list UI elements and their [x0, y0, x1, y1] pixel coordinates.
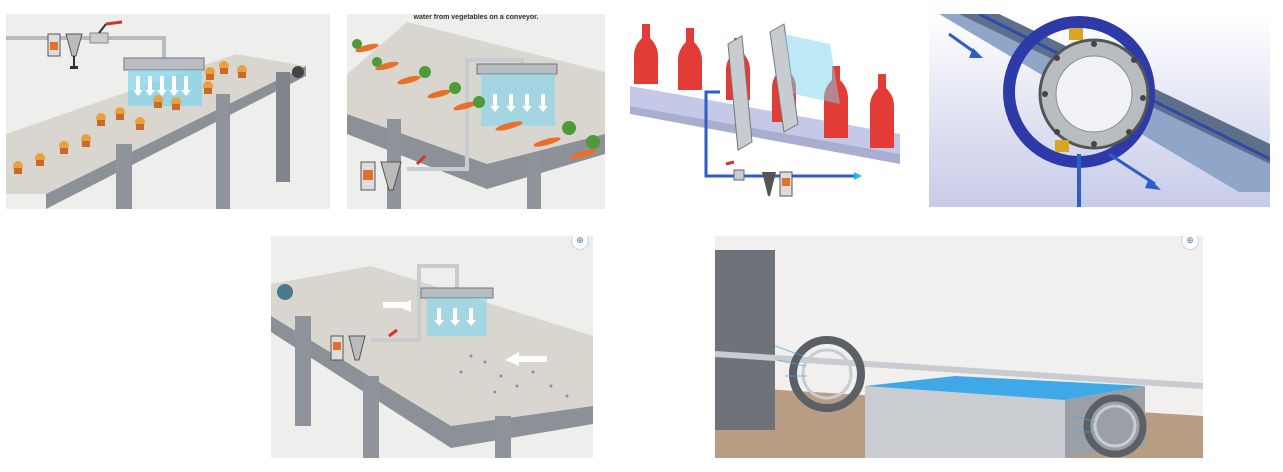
panel-ring-pipe [929, 14, 1270, 207]
panel-conveyor-wash: ⊕ [271, 236, 593, 458]
panel-vegetable-conveyor: water from vegetables on a conveyor. [347, 14, 605, 209]
panel-bottle-conveyor [630, 14, 900, 209]
cupcake-conveyor-illustration [6, 14, 330, 209]
panel-cupcake-conveyor [6, 14, 330, 209]
vegetable-caption: water from vegetables on a conveyor. [413, 14, 539, 21]
panel-tank-wash: ⊕ [715, 236, 1203, 458]
zoom-icon[interactable]: ⊕ [571, 236, 589, 250]
zoom-icon[interactable]: ⊕ [1181, 236, 1199, 250]
ring-pipe-illustration [929, 14, 1270, 207]
conveyor-wash-illustration [271, 236, 593, 458]
tank-wash-illustration [715, 236, 1203, 458]
vegetable-conveyor-illustration [347, 14, 605, 209]
bottle-conveyor-illustration [630, 14, 900, 209]
